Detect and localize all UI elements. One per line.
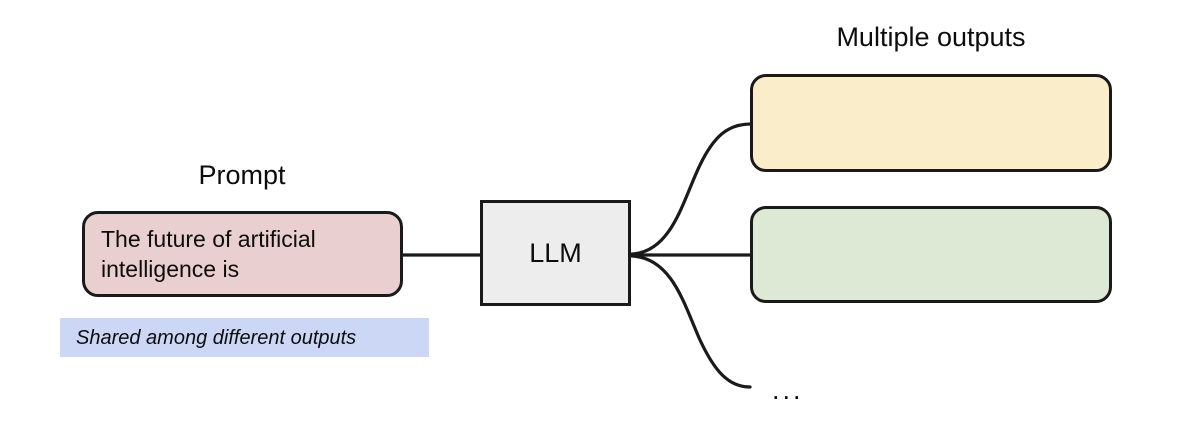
llm-label: LLM [529,238,582,268]
prompt-box[interactable]: The future of artificial intelligence is [82,211,403,297]
shared-note-band: Shared among different outputs [60,318,429,357]
more-outputs-ellipsis: ... [772,375,804,405]
edge-llm-to-output-1 [630,122,753,256]
outputs-label: Multiple outputs [836,22,1026,52]
llm-box[interactable]: LLM [480,200,631,306]
prompt-label: Prompt [198,160,286,190]
shared-note-text: Shared among different outputs [76,326,357,349]
prompt-text: The future of artificial intelligence is [101,226,316,282]
output-box-2[interactable] [750,206,1112,303]
output-box-1[interactable] [750,74,1112,172]
edge-llm-to-more [630,254,752,389]
